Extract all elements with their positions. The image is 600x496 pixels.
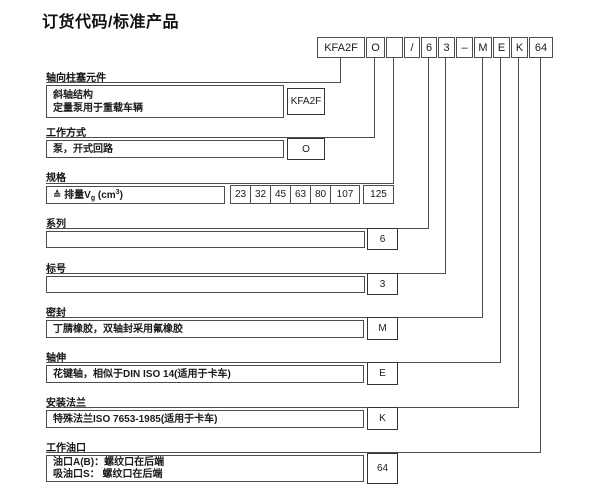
size-cell-80: 80 xyxy=(310,185,331,204)
desc-box-series xyxy=(46,231,365,248)
page-title: 订货代码/标准产品 xyxy=(42,14,179,31)
code-cell-slash: / xyxy=(404,37,420,58)
section-label-series: 系列 xyxy=(46,219,66,230)
value-box-working-ports: 64 xyxy=(367,453,398,484)
value-box-series: 6 xyxy=(367,228,398,250)
size-formula: ≙ 排量Vg (cm3) xyxy=(53,188,123,202)
section-label-shaft-end: 轴伸 xyxy=(46,353,66,364)
code-cell-ports: 64 xyxy=(529,37,553,58)
code-cell-series: 6 xyxy=(421,37,437,58)
section-label-working-ports: 工作油口 xyxy=(46,443,86,454)
desc-box-size: ≙ 排量Vg (cm3) xyxy=(46,186,225,204)
size-cell-125: 125 xyxy=(363,185,394,204)
connector-axial-piston-unit xyxy=(46,58,341,83)
desc-box-shaft-end: 花键轴，相似于DIN ISO 14(适用于卡车) xyxy=(46,365,364,383)
section-label-mounting-flange: 安装法兰 xyxy=(46,398,86,409)
desc-box-index xyxy=(46,276,365,293)
size-cell-45: 45 xyxy=(270,185,291,204)
section-label-operation: 工作方式 xyxy=(46,128,86,139)
desc-line: 定量泵用于重载车辆 xyxy=(53,102,143,114)
connector-size xyxy=(46,58,394,184)
desc-line: 花键轴，相似于DIN ISO 14(适用于卡车) xyxy=(53,368,231,380)
value-box-axial-piston-unit: KFA2F xyxy=(287,88,325,115)
desc-line: 油口A(B)：螺纹口在后端 xyxy=(53,456,165,468)
section-label-seals: 密封 xyxy=(46,308,66,319)
connector-series xyxy=(46,58,429,229)
size-cell-63: 63 xyxy=(290,185,311,204)
size-cell-23: 23 xyxy=(230,185,251,204)
desc-line: 斜轴结构 xyxy=(53,89,93,101)
code-cell-operation: O xyxy=(366,37,385,58)
code-cell-dash: – xyxy=(456,37,473,58)
connector-index xyxy=(46,58,446,274)
desc-box-working-ports: 油口A(B)：螺纹口在后端 吸油口S： 螺纹口在后端 xyxy=(46,455,364,482)
desc-line: 吸油口S： 螺纹口在后端 xyxy=(53,468,163,480)
size-cell-107: 107 xyxy=(330,185,360,204)
code-cell-index: 3 xyxy=(438,37,455,58)
value-box-operation: O xyxy=(287,138,325,160)
value-box-shaft-end: E xyxy=(367,362,398,385)
code-cell-shaft: E xyxy=(493,37,510,58)
value-box-mounting-flange: K xyxy=(367,407,398,430)
code-cell-flange: K xyxy=(511,37,528,58)
connector-mounting-flange xyxy=(46,58,519,408)
code-cell-size xyxy=(386,37,403,58)
desc-line: 丁腈橡胶，双轴封采用氟橡胶 xyxy=(53,323,183,335)
code-cell-seals: M xyxy=(474,37,492,58)
desc-box-operation: 泵，开式回路 xyxy=(46,140,284,158)
connector-operation xyxy=(46,58,375,138)
desc-box-mounting-flange: 特殊法兰ISO 7653-1985(适用于卡车) xyxy=(46,410,364,428)
code-cell-type: KFA2F xyxy=(317,37,365,58)
connector-seals xyxy=(46,58,483,318)
desc-line: 泵，开式回路 xyxy=(53,143,113,155)
desc-box-seals: 丁腈橡胶，双轴封采用氟橡胶 xyxy=(46,320,364,338)
size-cell-32: 32 xyxy=(250,185,271,204)
connector-working-ports xyxy=(46,58,541,453)
desc-box-axial-piston-unit: 斜轴结构 定量泵用于重载车辆 xyxy=(46,85,284,118)
section-label-index: 标号 xyxy=(46,264,66,275)
value-box-index: 3 xyxy=(367,273,398,295)
section-label-axial-piston-unit: 轴向柱塞元件 xyxy=(46,73,106,84)
value-box-seals: M xyxy=(367,317,398,340)
section-label-size: 规格 xyxy=(46,173,66,184)
connector-shaft-end xyxy=(46,58,501,363)
desc-line: 特殊法兰ISO 7653-1985(适用于卡车) xyxy=(53,413,218,425)
